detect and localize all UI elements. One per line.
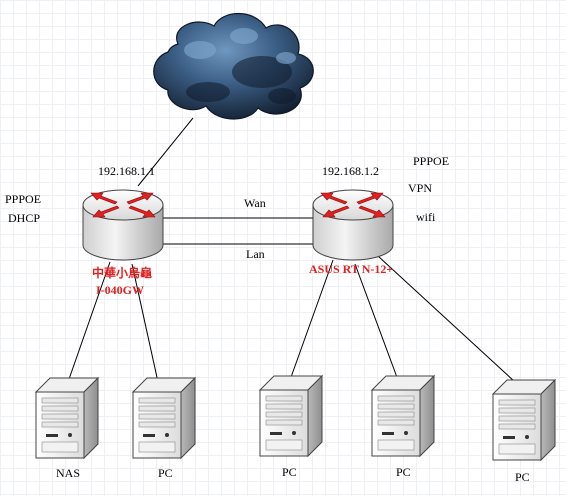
- router-2-feature: wifi: [416, 210, 436, 224]
- server-pc-2[interactable]: PC: [259, 375, 323, 479]
- server-icon: [259, 375, 323, 457]
- lan-label: Lan: [246, 247, 265, 261]
- server-icon: [371, 375, 435, 457]
- wan-label: Wan: [244, 196, 266, 210]
- router-2-ip: 192.168.1.2: [322, 164, 379, 178]
- server-pc-4[interactable]: PC: [492, 379, 556, 484]
- server-pc-3[interactable]: PC: [371, 375, 435, 479]
- server-label: PC: [158, 466, 173, 480]
- router-icon: [82, 189, 164, 261]
- router-1[interactable]: 192.168.1.1 中華小烏龜 I-040GW PPPOE DHCP: [5, 164, 164, 297]
- server-label: PC: [282, 465, 297, 479]
- router-1-feature: DHCP: [8, 211, 40, 225]
- link-router2-pc4: [377, 255, 516, 383]
- server-pc-1[interactable]: PC: [132, 377, 196, 480]
- server-nas[interactable]: NAS: [35, 377, 99, 480]
- router-2-name: ASUS RT N-12+: [309, 262, 393, 276]
- router-2[interactable]: 192.168.1.2 ASUS RT N-12+ PPPOE VPN wifi: [309, 154, 449, 276]
- router-1-name-line2: I-040GW: [96, 283, 144, 297]
- connections: [67, 117, 516, 383]
- link-router1-pc1: [131, 263, 159, 383]
- server-icon: [132, 377, 196, 459]
- router-2-feature: PPPOE: [413, 154, 449, 168]
- cloud-icon: [153, 13, 314, 120]
- server-label: PC: [396, 465, 411, 479]
- link-router2-pc3: [354, 263, 399, 381]
- router-2-feature: VPN: [408, 181, 432, 195]
- link-router2-pc2: [289, 259, 334, 381]
- link-router1-nas: [67, 261, 111, 383]
- router-1-feature: PPPOE: [5, 192, 41, 206]
- server-icon: [492, 379, 556, 461]
- router-1-name-line1: 中華小烏龜: [92, 265, 152, 280]
- router-1-ip: 192.168.1.1: [98, 164, 155, 178]
- server-icon: [35, 377, 99, 459]
- server-label: PC: [515, 470, 530, 484]
- link-cloud-router1: [137, 117, 194, 187]
- router-icon: [312, 189, 394, 261]
- server-label: NAS: [56, 466, 80, 480]
